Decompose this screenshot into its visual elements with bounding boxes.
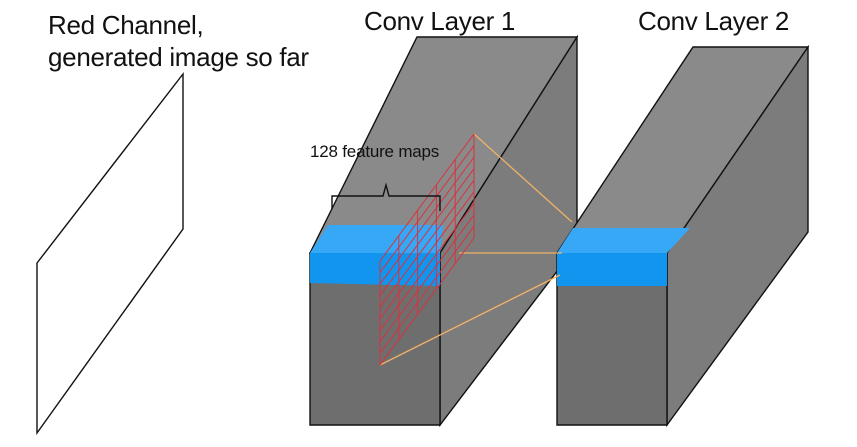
filter-grid-line: [379, 203, 475, 331]
filter-grid: [379, 133, 475, 366]
filter-grid-line: [379, 168, 475, 296]
receptive-field-connectors: [379, 133, 573, 366]
conv-layer-1-slice: [310, 225, 443, 286]
filter-grid-line: [379, 214, 475, 343]
conv-layer-2-slice: [557, 228, 690, 286]
conv-layer-2-label: Conv Layer 2: [638, 6, 790, 36]
filter-grid-line: [379, 145, 475, 273]
connector-line: [473, 133, 573, 223]
filter-grid-line: [379, 191, 475, 320]
input-label-line-2: generated image so far: [48, 41, 309, 72]
filter-grid-line: [379, 133, 475, 262]
filter-grid-line: [379, 237, 475, 366]
input-label: Red Channel, generated image so far: [48, 10, 309, 73]
conv-layer-2-block: [555, 44, 810, 428]
conv-layer-1-slice-front: [310, 253, 440, 286]
conv-layer-2-slice-front: [557, 253, 667, 286]
input-label-line-1: Red Channel,: [48, 10, 204, 40]
conv-layer-1-label: Conv Layer 1: [364, 6, 516, 36]
feature-maps-label: 128 feature maps: [310, 142, 440, 161]
connector-line: [379, 274, 561, 366]
conv-layer-1-block: [308, 34, 579, 428]
conv-layer-2-slice-top: [557, 228, 690, 253]
input-red-channel-plane: [36, 71, 184, 436]
feature-maps-brace: [331, 182, 441, 211]
filter-grid-line: [379, 179, 475, 308]
filter-grid-line: [379, 156, 475, 285]
filter-grid-line: [379, 226, 475, 354]
